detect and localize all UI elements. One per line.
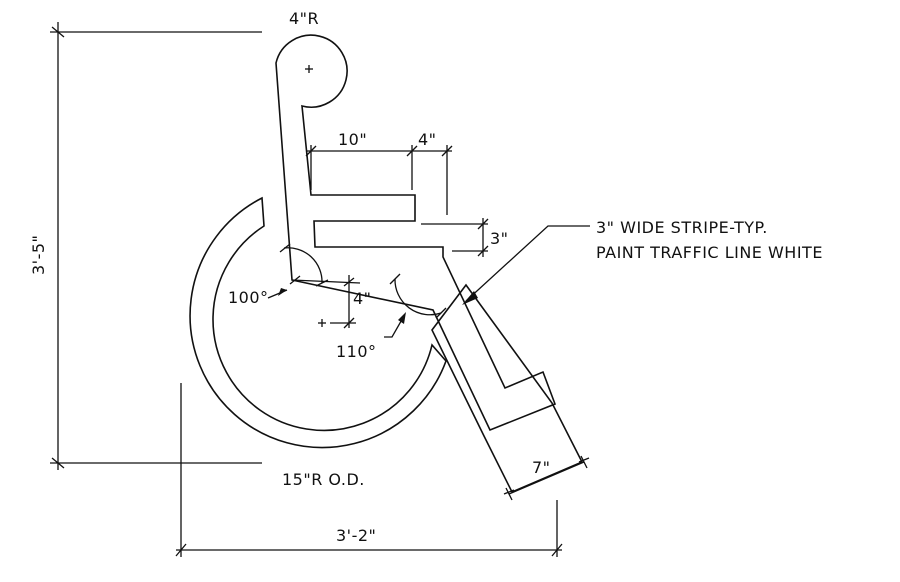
center-offset-label: 4" bbox=[353, 289, 372, 308]
stripe-width-label: 3" bbox=[490, 229, 509, 248]
seat-length-label: 10" bbox=[338, 130, 367, 149]
wheel-radius-label: 15"R O.D. bbox=[282, 470, 365, 489]
foot-width-label: 7" bbox=[532, 458, 551, 477]
angle-back-label: 100° bbox=[228, 288, 269, 307]
leg-outline bbox=[431, 283, 584, 494]
overall-width-label: 3'-2" bbox=[336, 526, 376, 545]
dimension-labels: 4"R 10" 4" 3" 3" WIDE STRIPE-TYP. PAINT … bbox=[29, 9, 823, 545]
dimension-lines bbox=[50, 22, 590, 557]
wheel-center-mark bbox=[318, 319, 326, 327]
overall-height-label: 3'-5" bbox=[29, 235, 48, 275]
note-line-2: PAINT TRAFFIC LINE WHITE bbox=[596, 243, 823, 262]
head-radius-label: 4"R bbox=[289, 9, 319, 28]
head-center-mark bbox=[305, 65, 313, 73]
angle-leg-label: 110° bbox=[336, 342, 377, 361]
symbol-outline bbox=[189, 34, 584, 494]
note-line-1: 3" WIDE STRIPE-TYP. bbox=[596, 218, 768, 237]
head-and-body-outline bbox=[275, 34, 557, 432]
wheel-outline bbox=[189, 196, 447, 449]
arm-length-label: 4" bbox=[418, 130, 437, 149]
